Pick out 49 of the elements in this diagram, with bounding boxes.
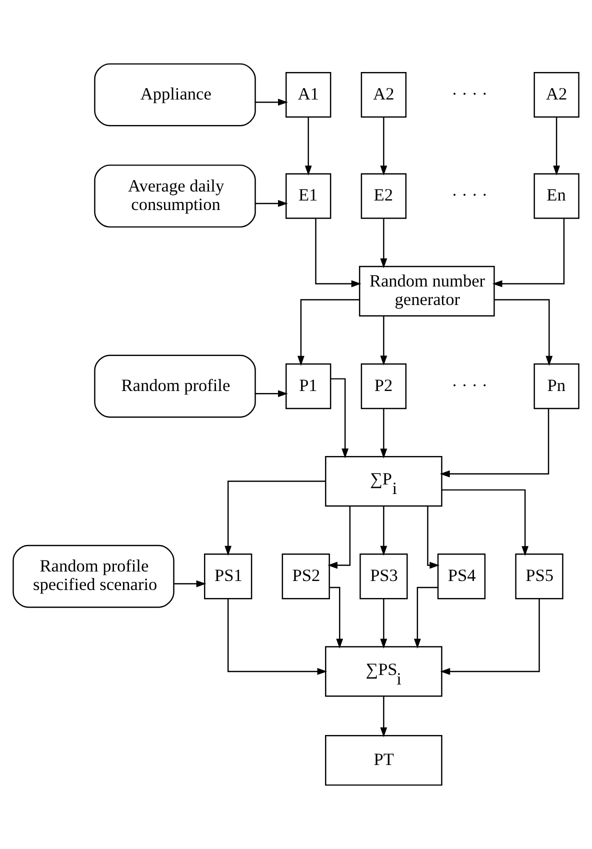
node-box: Pn (534, 363, 580, 410)
node-box: Appliance (94, 63, 256, 126)
arrow (380, 316, 388, 366)
node-box: PS2 (282, 554, 330, 600)
node-box: En (534, 173, 580, 219)
label: · · · · (452, 376, 488, 395)
node-box: Random number generator (358, 266, 495, 316)
arrow (414, 586, 438, 649)
node-box: Random profile specified scenario (12, 544, 174, 608)
label: · · · · (452, 186, 488, 205)
node-box: P2 (360, 363, 407, 410)
arrow (224, 480, 326, 556)
arrow (255, 98, 288, 106)
arrow (442, 489, 529, 556)
arrow (315, 218, 362, 288)
arrow (380, 598, 388, 649)
arrow (174, 580, 206, 588)
arrow (380, 696, 388, 738)
arrow (380, 218, 388, 268)
arrow (380, 117, 388, 176)
arrow (440, 598, 540, 675)
node-box: Random profile (94, 354, 256, 418)
node-box: P1 (286, 363, 332, 410)
arrow (380, 408, 388, 458)
node-box: PS5 (515, 554, 564, 600)
arrow (328, 506, 351, 569)
arrow (304, 117, 312, 176)
label: · · · · (452, 84, 488, 104)
arrow (330, 586, 344, 649)
arrow (255, 390, 288, 398)
arrow (494, 299, 553, 366)
arrow (255, 200, 288, 207)
arrow (380, 506, 388, 556)
arrow (553, 117, 560, 176)
arrow (297, 299, 360, 366)
arrow (440, 408, 550, 478)
arrow (492, 218, 565, 288)
node-box: A2 (360, 72, 407, 118)
node-box: PS1 (204, 554, 252, 600)
node-box: E1 (286, 173, 332, 219)
arrow (427, 506, 440, 569)
node-box: PS4 (437, 554, 486, 600)
node-box: A2 (534, 72, 580, 118)
node-box: A1 (286, 72, 332, 118)
node-box: Average daily consumption (94, 164, 256, 228)
node-box: PT (325, 735, 442, 786)
node-box: E2 (360, 173, 407, 219)
arrow (227, 598, 328, 675)
node-box: PS3 (360, 554, 408, 600)
